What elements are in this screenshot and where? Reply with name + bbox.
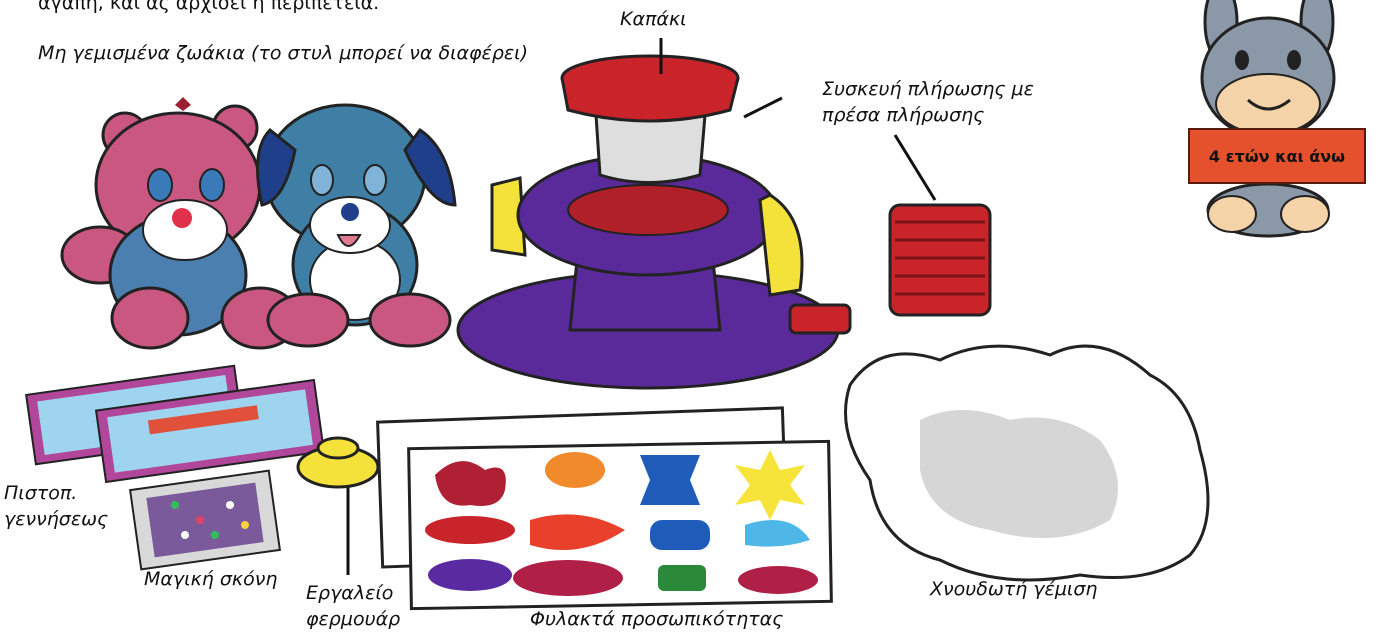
age-badge: 4 ετών και άνω [1188, 128, 1366, 184]
label-magic-dust: Μαγική σκόνη [144, 568, 277, 591]
label-animals: Μη γεμισμένα ζωάκια (το στυλ μπορεί να δ… [38, 42, 528, 65]
fluff-stuffing-icon [846, 346, 1209, 580]
birth-certificate-icon [26, 366, 324, 482]
personality-charms-icon [378, 408, 832, 609]
label-zipper-line2: φερμουάρ [306, 608, 400, 631]
label-stuffer-line1: Συσκευή πλήρωσης με [822, 78, 1034, 101]
label-stuffer-line2: πρέσα πλήρωσης [822, 104, 984, 127]
label-certificate-line2: γεννήσεως [4, 508, 108, 531]
stuffer-machine-icon [458, 56, 850, 388]
bunny-mascot-icon [1202, 0, 1334, 236]
blue-dog-icon [258, 105, 456, 346]
label-zipper-line1: Εργαλείο [306, 582, 393, 605]
label-fluff: Χνουδωτή γέμιση [930, 578, 1097, 601]
label-certificate-line1: Πιστοπ. [4, 482, 77, 505]
magic-dust-icon [130, 471, 280, 570]
label-charms: Φυλακτά προσωπικότητας [530, 608, 783, 631]
stuffing-press-icon [890, 205, 990, 315]
label-lid: Καπάκι [620, 8, 687, 31]
pink-bear-icon [62, 97, 298, 348]
intro-text: αγάπη, και ας αρχίσει η περιπέτεια. [38, 0, 379, 15]
